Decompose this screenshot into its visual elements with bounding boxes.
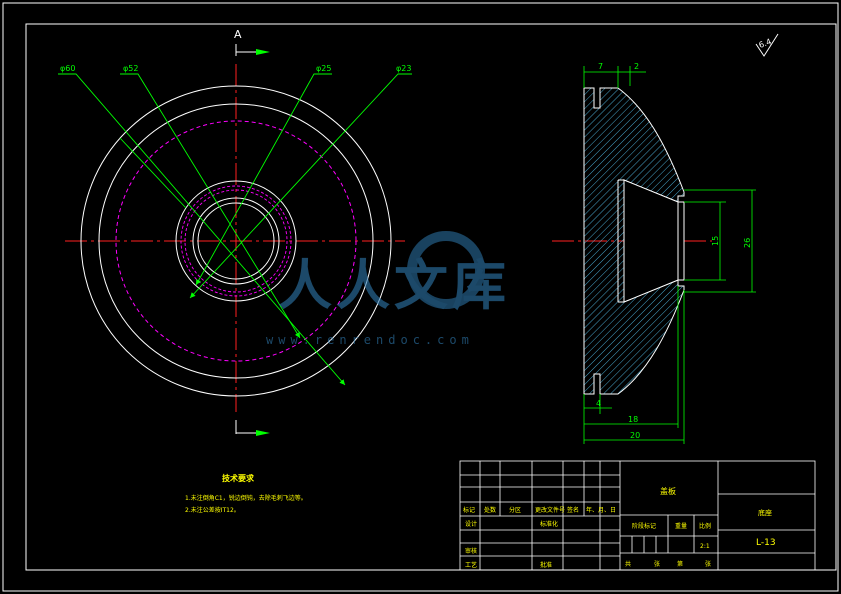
circle-bore-outer <box>192 197 280 285</box>
sheet-total-label: 共 <box>625 560 631 568</box>
dia-label-52: φ52 <box>123 64 138 73</box>
row-process: 工艺 <box>465 561 477 569</box>
roughness-value: 6.4 <box>758 37 773 50</box>
rev-header-count: 处数 <box>484 506 496 514</box>
dim-bottom-small: 4 <box>596 399 601 408</box>
dia-label-60: φ60 <box>60 64 75 73</box>
tech-req-title: 技术要求 <box>222 473 255 483</box>
circle-hub-outer <box>175 180 297 302</box>
dim-outer-dia: 26 <box>743 238 752 248</box>
diameter-leaders <box>58 73 412 386</box>
roughness-symbol: 6.4 <box>755 33 779 57</box>
weight-label: 重量 <box>675 522 687 530</box>
scale-value: 2:1 <box>700 543 710 550</box>
tech-req-line-2: 2.未注公差按IT12。 <box>185 506 240 514</box>
rev-header-docno: 更改文件号 <box>535 506 565 514</box>
dim-inner-dia: 15 <box>711 236 720 246</box>
circle-bore-inner <box>197 202 275 280</box>
tech-requirements: 技术要求 1.未注倒角C1，锐边倒钝，去除毛刺飞边等。 2.未注公差按IT12。 <box>185 473 307 514</box>
title-block <box>459 460 816 571</box>
title-block-text: 标记 处数 分区 更改文件号 签名 年、月、日 设计 标准化 审核 工艺 批准 … <box>463 486 776 569</box>
inner-frame <box>25 23 837 571</box>
watermark-url: www.renrendoc.com <box>266 333 474 347</box>
sheet-no-label: 第 <box>677 560 683 568</box>
dim-bottom-mid: 18 <box>628 415 638 424</box>
rev-header-mark: 标记 <box>463 506 475 514</box>
dim-top-left: 7 <box>598 62 603 71</box>
scale-label: 比例 <box>699 522 711 530</box>
watermark-text: 人人文库 <box>278 254 510 317</box>
section-view: 7 2 4 18 20 15 26 6.4 <box>552 33 779 444</box>
tech-req-line-1: 1.未注倒角C1，锐边倒钝，去除毛刺飞边等。 <box>185 494 307 502</box>
front-view: A φ60 φ52 φ25 φ23 <box>58 28 412 436</box>
dim-bottom-total: 20 <box>630 431 640 440</box>
drawing-no: L-13 <box>756 538 776 548</box>
stage-label: 阶段标记 <box>632 522 656 530</box>
row-standard: 标准化 <box>540 520 558 528</box>
row-review: 审核 <box>465 547 477 555</box>
view-label: A <box>234 28 242 41</box>
rev-header-date: 年、月、日 <box>586 506 616 514</box>
part-name: 盖板 <box>660 486 676 496</box>
material: 底座 <box>758 508 772 517</box>
circle-outer-inner <box>98 103 374 379</box>
dia-label-23: φ23 <box>396 64 411 73</box>
rev-header-zone: 分区 <box>509 506 521 514</box>
dia-label-25: φ25 <box>316 64 331 73</box>
circle-hub-dash-1 <box>180 185 292 297</box>
dim-top-right: 2 <box>634 62 639 71</box>
watermark: 人人文库 www.renrendoc.com <box>266 231 510 347</box>
rev-header-sign: 签名 <box>567 506 579 514</box>
circle-outer <box>80 85 392 397</box>
section-dimensions <box>583 66 756 444</box>
sheet-no-unit: 张 <box>705 560 711 568</box>
sheet-total-unit: 张 <box>654 560 660 568</box>
row-approve: 批准 <box>540 561 552 569</box>
row-design: 设计 <box>465 520 477 528</box>
circle-bolt-pcd <box>115 120 357 362</box>
circle-hub-dash-2 <box>184 189 288 293</box>
